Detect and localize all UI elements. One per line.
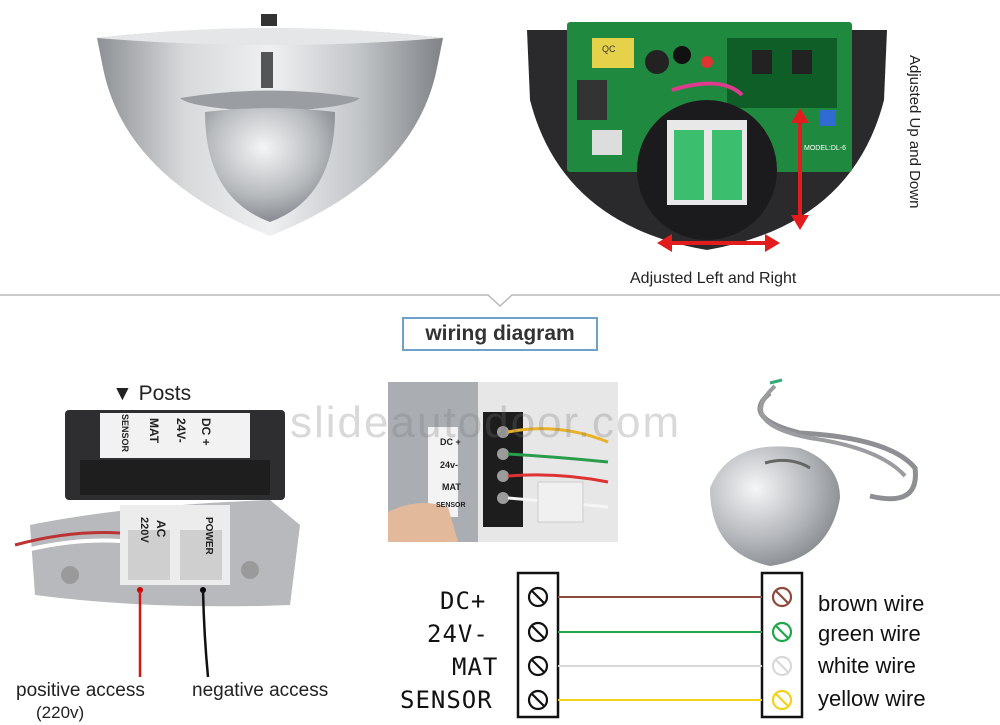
up-down-arrow bbox=[791, 108, 809, 230]
wire-label-brown: brown wire bbox=[818, 591, 925, 616]
pcb-image: QC MODEL:DL-6 bbox=[527, 22, 887, 252]
terminal-label-24v: 24V- bbox=[427, 620, 489, 648]
terminal-label-dc: DC+ bbox=[440, 587, 487, 615]
annotation-left-right: Adjusted Left and Right bbox=[630, 270, 797, 287]
terminal-label-mat: MAT bbox=[452, 653, 499, 681]
pcb-qc-label: QC bbox=[602, 44, 616, 54]
block-label-220v: 220V bbox=[138, 517, 150, 543]
positive-access-label: positive access bbox=[16, 680, 145, 701]
terminal-label-sensor: SENSOR bbox=[400, 686, 493, 714]
block-label-ac: AC bbox=[154, 520, 168, 538]
right-screw-slot bbox=[775, 659, 789, 673]
access-pointers bbox=[138, 589, 210, 678]
left-screw-slot bbox=[531, 625, 545, 639]
dome-sensor-image bbox=[97, 14, 443, 236]
left-screw-slot bbox=[531, 659, 545, 673]
posts-label: ▼ Posts bbox=[112, 382, 192, 405]
wire-label-green: green wire bbox=[818, 621, 921, 646]
page-title: wiring diagram bbox=[402, 317, 598, 351]
photo-label-sensor: SENSOR bbox=[436, 502, 466, 509]
annotation-up-down: Adjusted Up and Down bbox=[906, 55, 923, 209]
right-screw-slot bbox=[775, 590, 789, 604]
negative-access-label: negative access bbox=[192, 680, 329, 701]
wire-label-yellow: yellow wire bbox=[818, 686, 926, 711]
photo-label-24v: 24v- bbox=[440, 460, 459, 470]
sensor-cable-image bbox=[710, 378, 918, 566]
wired-terminal-image bbox=[388, 382, 618, 542]
block-label-dc: DC + bbox=[199, 418, 213, 446]
positive-access-sub: (220v) bbox=[36, 703, 85, 722]
block-label-sensor: SENSOR bbox=[120, 414, 130, 453]
block-label-mat: MAT bbox=[147, 418, 161, 444]
divider bbox=[0, 294, 1000, 308]
left-screw-slot bbox=[531, 693, 545, 707]
wiring-schematic bbox=[516, 571, 804, 719]
right-screw-slot bbox=[775, 625, 789, 639]
watermark: slideautodoor.com bbox=[290, 398, 682, 447]
block-label-power: POWER bbox=[203, 517, 214, 555]
left-screw-slot bbox=[531, 590, 545, 604]
wire-label-white: white wire bbox=[818, 653, 916, 678]
left-right-arrow bbox=[657, 234, 780, 252]
pcb-model-label: MODEL:DL-6 bbox=[804, 145, 846, 152]
right-screw-slot bbox=[775, 693, 789, 707]
terminal-block-image bbox=[14, 410, 300, 607]
block-label-24v: 24V- bbox=[174, 418, 188, 443]
photo-label-mat: MAT bbox=[442, 482, 461, 492]
photo-label-dc: DC + bbox=[440, 437, 461, 447]
